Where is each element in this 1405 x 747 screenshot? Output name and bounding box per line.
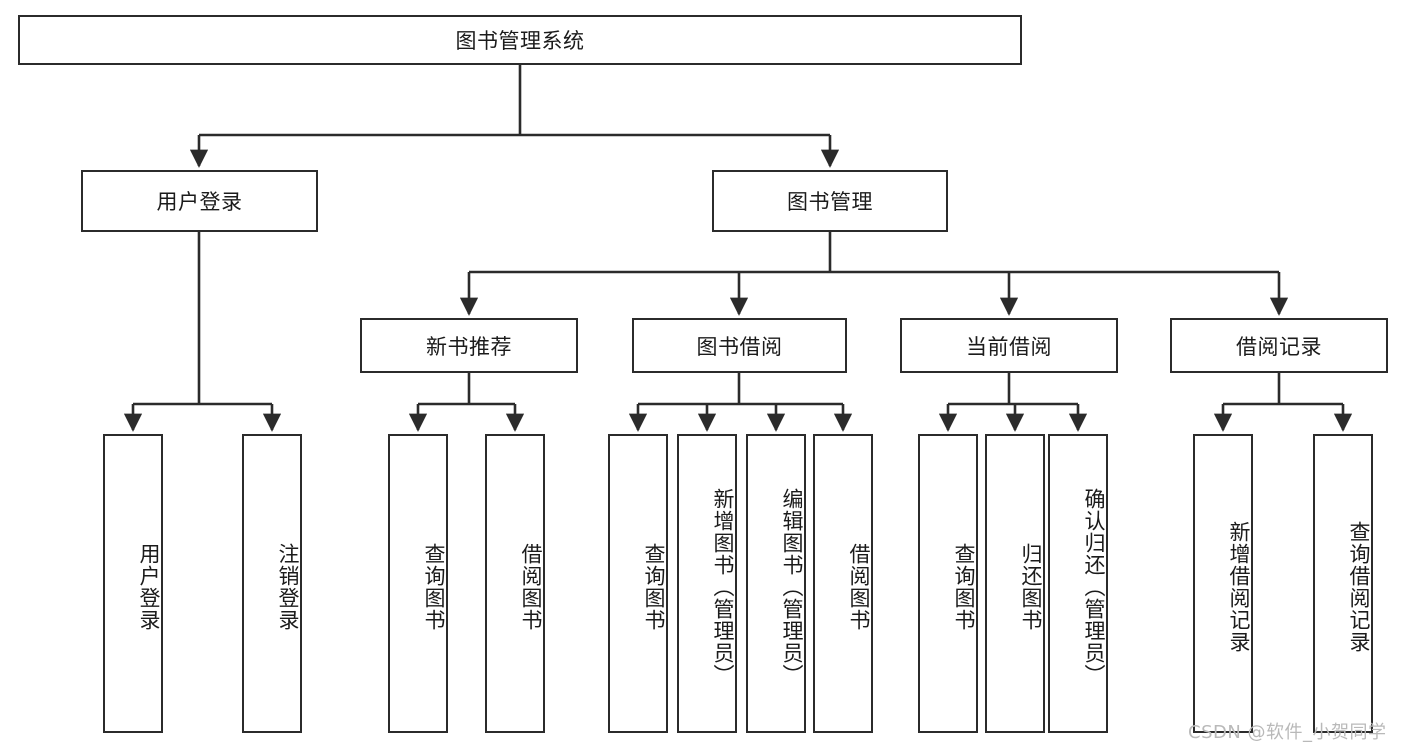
- node-leaf-confirm-return-label: 确认归还（管理员）: [1082, 487, 1106, 686]
- node-leaf-query-record[interactable]: 查询借阅记录: [1313, 434, 1373, 733]
- node-leaf-return-book-label: 归还图书: [1019, 542, 1043, 631]
- node-user-login-label: 用户登录: [156, 190, 243, 214]
- node-book-management[interactable]: 图书管理: [712, 170, 948, 232]
- node-leaf-borrow-book-1[interactable]: 借阅图书: [485, 434, 545, 733]
- node-root[interactable]: 图书管理系统: [18, 15, 1022, 65]
- node-book-management-label: 图书管理: [787, 190, 873, 214]
- node-leaf-query-book-3-label: 查询图书: [952, 542, 976, 631]
- node-leaf-add-record-label: 新增借阅记录: [1227, 520, 1251, 653]
- node-new-book-recommend-label: 新书推荐: [426, 334, 512, 359]
- node-leaf-borrow-book-1-label: 借阅图书: [519, 542, 543, 631]
- node-borrow-record-label: 借阅记录: [1236, 334, 1322, 359]
- node-leaf-edit-book[interactable]: 编辑图书（管理员）: [746, 434, 806, 733]
- node-leaf-query-book-2-label: 查询图书: [642, 542, 666, 631]
- csdn-watermark: CSDN @软件_小贺同学: [1188, 722, 1387, 743]
- node-leaf-borrow-book-2-label: 借阅图书: [847, 542, 871, 631]
- node-leaf-edit-book-label: 编辑图书（管理员）: [780, 487, 804, 686]
- node-current-borrow[interactable]: 当前借阅: [900, 318, 1118, 373]
- node-leaf-query-book-1-label: 查询图书: [422, 542, 446, 631]
- node-leaf-add-book-label: 新增图书（管理员）: [711, 487, 735, 686]
- node-leaf-logout[interactable]: 注销登录: [242, 434, 302, 733]
- node-leaf-query-record-label: 查询借阅记录: [1347, 520, 1371, 653]
- node-leaf-query-book-2[interactable]: 查询图书: [608, 434, 668, 733]
- node-leaf-borrow-book-2[interactable]: 借阅图书: [813, 434, 873, 733]
- node-leaf-return-book[interactable]: 归还图书: [985, 434, 1045, 733]
- node-current-borrow-label: 当前借阅: [966, 334, 1052, 359]
- node-leaf-confirm-return[interactable]: 确认归还（管理员）: [1048, 434, 1108, 733]
- node-new-book-recommend[interactable]: 新书推荐: [360, 318, 578, 373]
- node-book-borrow[interactable]: 图书借阅: [632, 318, 847, 373]
- node-leaf-user-login[interactable]: 用户登录: [103, 434, 163, 733]
- node-leaf-add-record[interactable]: 新增借阅记录: [1193, 434, 1253, 733]
- node-root-label: 图书管理系统: [455, 29, 585, 53]
- node-user-login[interactable]: 用户登录: [81, 170, 318, 232]
- node-leaf-user-login-label: 用户登录: [137, 542, 161, 631]
- node-book-borrow-label: 图书借阅: [696, 334, 783, 359]
- node-borrow-record[interactable]: 借阅记录: [1170, 318, 1388, 373]
- node-leaf-query-book-1[interactable]: 查询图书: [388, 434, 448, 733]
- node-leaf-query-book-3[interactable]: 查询图书: [918, 434, 978, 733]
- node-leaf-logout-label: 注销登录: [276, 542, 300, 631]
- node-leaf-add-book[interactable]: 新增图书（管理员）: [677, 434, 737, 733]
